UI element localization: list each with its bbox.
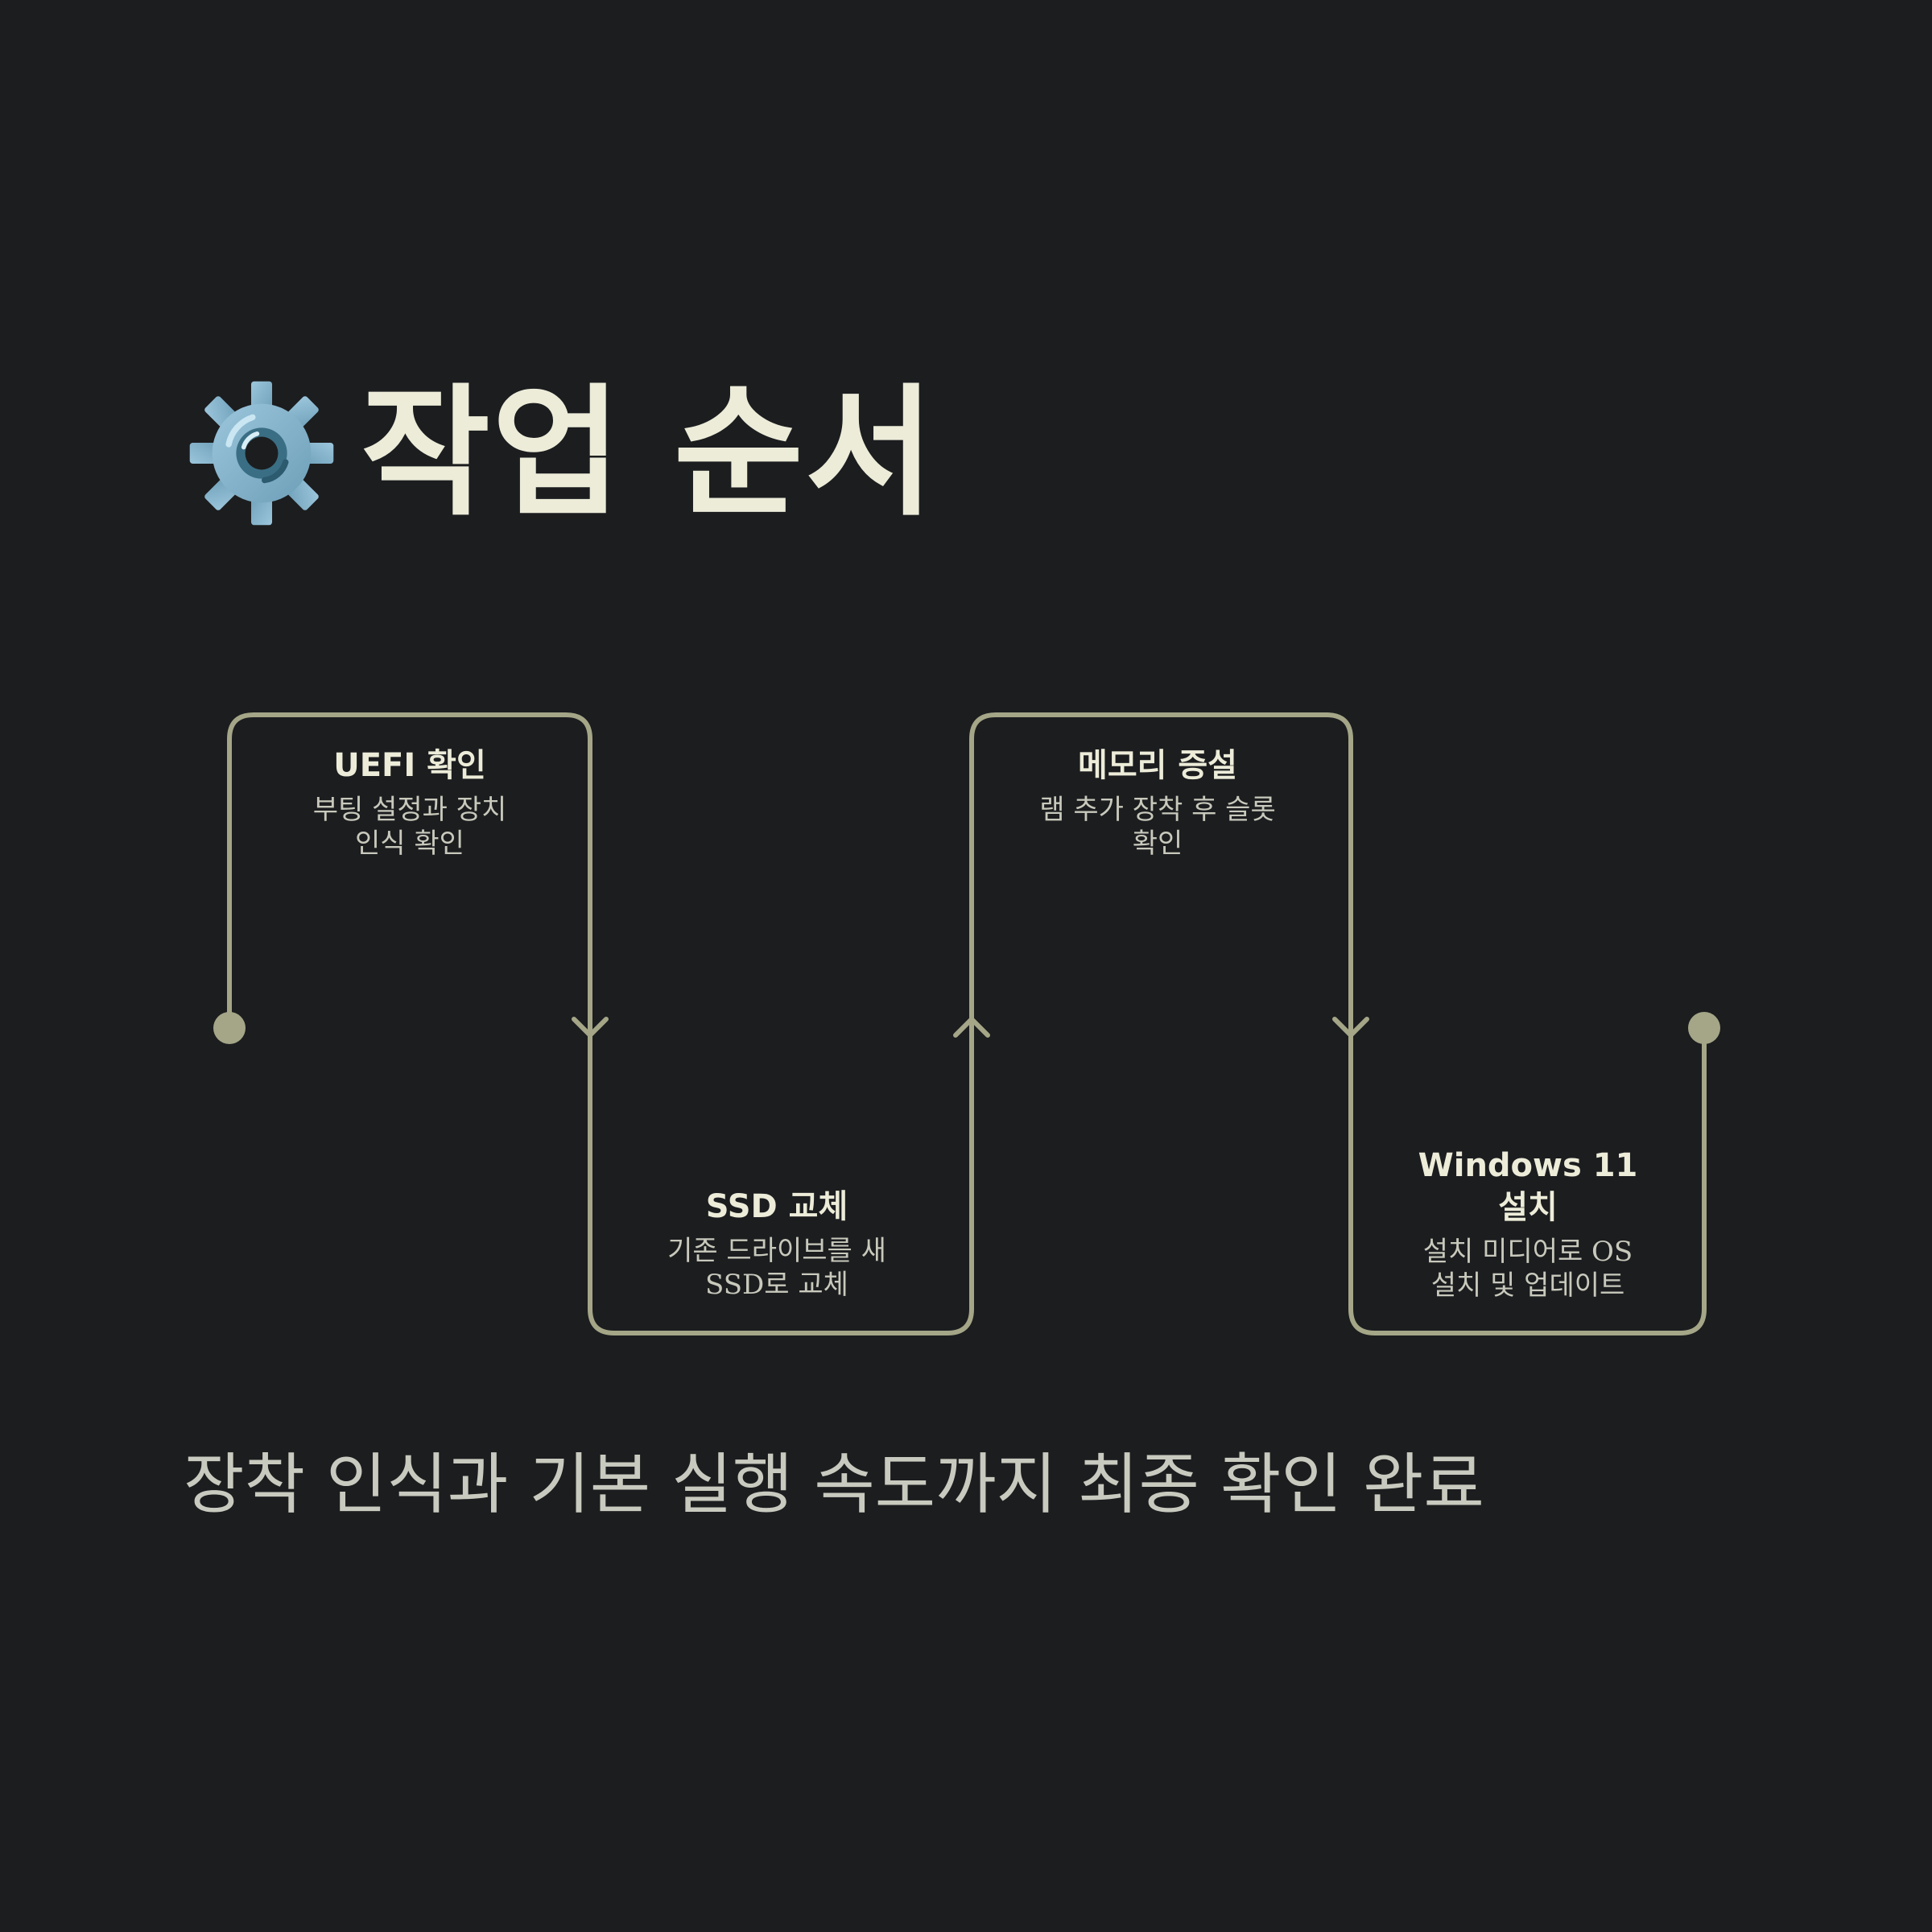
step-memory-upgrade: 메모리 증설 램 추가 장착 후 슬롯 확인 <box>1029 745 1286 861</box>
step-title: UEFI 확인 <box>333 747 486 784</box>
summary-text: 장착 인식과 기본 실행 속도까지 최종 확인 완료 <box>184 1447 1484 1523</box>
step-title: 메모리 증설 <box>1078 747 1237 784</box>
gear-icon <box>189 381 334 526</box>
step-uefi-check: UEFI 확인 부팅 설정과 장치 인식 확인 <box>281 745 539 861</box>
step-windows-install: Windows 11 설치 설치 미디어로 OS 설치 및 업데이트 <box>1399 1145 1657 1302</box>
page-title: 작업 순서 <box>361 371 936 535</box>
end-dot <box>1688 1012 1720 1044</box>
start-dot <box>213 1012 246 1044</box>
header: 작업 순서 <box>187 378 936 528</box>
step-description: 기존 드라이브를 새 SSD로 교체 <box>667 1235 886 1301</box>
step-description: 램 추가 장착 후 슬롯 확인 <box>1039 794 1276 860</box>
step-ssd-replace: SSD 교체 기존 드라이브를 새 SSD로 교체 <box>648 1186 906 1302</box>
step-title: SSD 교체 <box>705 1188 848 1225</box>
step-title: Windows 11 설치 <box>1418 1147 1638 1226</box>
step-description: 부팅 설정과 장치 인식 확인 <box>312 794 507 860</box>
step-description: 설치 미디어로 OS 설치 및 업데이트 <box>1422 1236 1633 1302</box>
